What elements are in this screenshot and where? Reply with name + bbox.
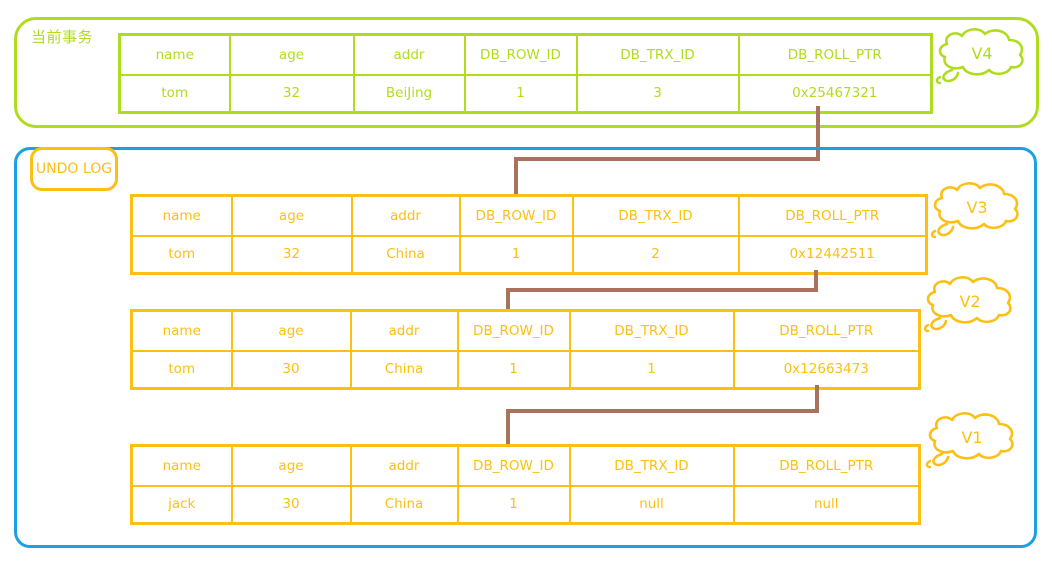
column-header-db-row-id: DB_ROW_ID (463, 33, 578, 76)
connector-v3-v2-segment-down (814, 270, 818, 292)
cell-age: 32 (228, 73, 355, 114)
column-header-addr: addr (349, 309, 459, 352)
column-header-age: age (230, 194, 353, 237)
column-header-db-roll-ptr: DB_ROLL_PTR (737, 194, 928, 237)
column-header-db-trx-id: DB_TRX_ID (575, 33, 740, 76)
record-table-v3: name age addr DB_ROW_ID DB_TRX_ID DB_ROL… (130, 194, 928, 275)
column-header-db-trx-id: DB_TRX_ID (568, 309, 735, 352)
table-row: jack 30 China 1 null null (130, 484, 921, 525)
cell-db-row-id: 1 (456, 349, 571, 390)
column-header-db-trx-id: DB_TRX_ID (568, 444, 735, 487)
table-row: tom 32 BeiJing 1 3 0x25467321 (118, 73, 933, 114)
connector-v2-v1-segment-up (506, 409, 510, 448)
record-table-v2: name age addr DB_ROW_ID DB_TRX_ID DB_ROL… (130, 309, 921, 390)
cell-age: 30 (230, 484, 352, 525)
current-transaction-panel (14, 17, 1039, 128)
connector-v2-v1-segment-down (815, 385, 819, 412)
cell-addr: China (349, 484, 459, 525)
undo-log-panel (14, 147, 1037, 548)
version-cloud-v3: V3 (925, 178, 1029, 242)
cell-db-trx-id: 3 (575, 73, 740, 114)
current-transaction-label: 当前事务 (31, 28, 94, 46)
table-row: tom 30 China 1 1 0x12663473 (130, 349, 921, 390)
column-header-db-roll-ptr: DB_ROLL_PTR (732, 444, 921, 487)
column-header-age: age (230, 309, 352, 352)
cell-db-trx-id: 2 (571, 234, 740, 275)
cell-db-trx-id: null (568, 484, 735, 525)
cell-db-roll-ptr: 0x12442511 (737, 234, 928, 275)
column-header-db-roll-ptr: DB_ROLL_PTR (732, 309, 921, 352)
version-cloud-v1: V1 (920, 408, 1024, 472)
cloud-icon (925, 412, 1014, 469)
cell-name: tom (130, 349, 233, 390)
connector-v4-v3-segment-down (816, 106, 820, 159)
record-table-v1: name age addr DB_ROW_ID DB_TRX_ID DB_ROL… (130, 444, 921, 525)
version-cloud-v2: V2 (918, 272, 1022, 336)
cell-db-trx-id: 1 (568, 349, 735, 390)
cell-addr: BeiJing (352, 73, 466, 114)
cloud-icon (930, 182, 1019, 239)
column-header-name: name (130, 444, 233, 487)
cell-db-roll-ptr: 0x12663473 (732, 349, 921, 390)
connector-v2-v1-segment-across (506, 409, 819, 413)
column-header-name: name (130, 309, 233, 352)
column-header-db-row-id: DB_ROW_ID (456, 444, 571, 487)
column-header-age: age (230, 444, 352, 487)
cell-age: 32 (230, 234, 353, 275)
column-header-db-row-id: DB_ROW_ID (456, 309, 571, 352)
table-header-row: name age addr DB_ROW_ID DB_TRX_ID DB_ROL… (118, 33, 933, 76)
cell-name: tom (130, 234, 233, 275)
cell-name: tom (118, 73, 231, 114)
table-header-row: name age addr DB_ROW_ID DB_TRX_ID DB_ROL… (130, 444, 921, 487)
column-header-db-roll-ptr: DB_ROLL_PTR (737, 33, 933, 76)
cell-db-row-id: 1 (456, 484, 571, 525)
table-header-row: name age addr DB_ROW_ID DB_TRX_ID DB_ROL… (130, 194, 928, 237)
version-cloud-v4: V4 (930, 24, 1034, 88)
cloud-icon (923, 276, 1012, 333)
column-header-db-row-id: DB_ROW_ID (458, 194, 574, 237)
column-header-db-trx-id: DB_TRX_ID (571, 194, 740, 237)
cell-addr: China (350, 234, 461, 275)
connector-v3-v2-segment-across (506, 288, 818, 292)
undo-log-badge: UNDO LOG (30, 147, 118, 191)
column-header-age: age (228, 33, 355, 76)
column-header-addr: addr (350, 194, 461, 237)
cell-addr: China (349, 349, 459, 390)
cell-name: jack (130, 484, 233, 525)
column-header-name: name (118, 33, 231, 76)
cloud-icon (935, 28, 1024, 85)
table-header-row: name age addr DB_ROW_ID DB_TRX_ID DB_ROL… (130, 309, 921, 352)
column-header-addr: addr (349, 444, 459, 487)
connector-v3-v2-segment-up (506, 288, 510, 314)
cell-age: 30 (230, 349, 352, 390)
table-row: tom 32 China 1 2 0x12442511 (130, 234, 928, 275)
column-header-addr: addr (352, 33, 466, 76)
column-header-name: name (130, 194, 233, 237)
connector-v4-v3-segment-across (514, 157, 820, 161)
cell-db-roll-ptr: 0x25467321 (737, 73, 933, 114)
cell-db-roll-ptr: null (732, 484, 921, 525)
record-table-v4: name age addr DB_ROW_ID DB_TRX_ID DB_ROL… (118, 33, 933, 114)
connector-v4-v3-segment-up (514, 157, 518, 198)
cell-db-row-id: 1 (463, 73, 578, 114)
cell-db-row-id: 1 (458, 234, 574, 275)
